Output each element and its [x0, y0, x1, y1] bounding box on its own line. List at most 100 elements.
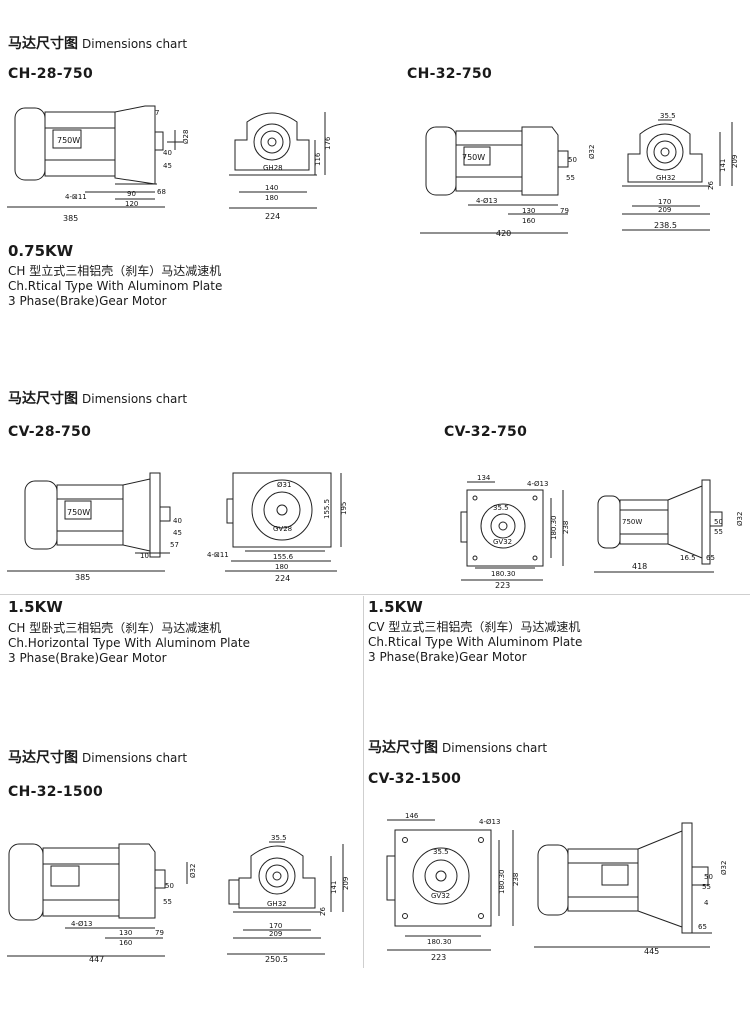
ch28-side-drawing: 750W 7 Ø28 40 45 4-⊠11 90 68 120 385 — [7, 105, 190, 223]
ch28-dim-68: 68 — [157, 188, 166, 196]
heading-cn: 马达尺寸图 — [8, 391, 78, 407]
cv32-side-shaft: Ø32 — [736, 512, 744, 526]
ch32-end-35: 35.5 — [660, 112, 676, 120]
ch321500-dim-50: 50 — [165, 882, 174, 890]
heading-cn: 马达尺寸图 — [8, 36, 78, 52]
cv321500-dim-35: 35.5 — [433, 848, 449, 856]
heading-cn: 马达尺寸图 — [8, 750, 78, 766]
cv32-side-65: 65 — [706, 554, 715, 562]
section1-heading: 马达尺寸图 Dimensions chart — [8, 33, 187, 53]
ch32-end-238: 238.5 — [654, 221, 677, 230]
desc-line-3: 3 Phase(Brake)Gear Motor — [368, 650, 527, 664]
ch32-end-model: GH32 — [656, 174, 676, 182]
ch28-end-drawing: 176 116 GH28 140 180 224 — [229, 112, 332, 221]
ch32-end-141: 141 — [719, 159, 727, 172]
ch32-dim-79: 79 — [560, 207, 569, 215]
ch28-dim-90: 90 — [127, 190, 136, 198]
model-cv-32-750: CV-32-750 — [444, 424, 528, 440]
cv32-side-55: 55 — [714, 528, 723, 536]
cv28-end-224: 224 — [275, 574, 290, 583]
model-ch-32-1500: CH-32-1500 — [8, 784, 104, 800]
heading-en: Dimensions chart — [442, 741, 548, 755]
cv321500-dim-180v: 180.30 — [498, 870, 506, 895]
model-ch-32-750: CH-32-750 — [407, 66, 493, 82]
cv321500-dim-238: 238 — [512, 873, 520, 886]
ch32-side-drawing: 750W Ø32 50 55 4-Ø13 130 79 160 420 — [420, 126, 596, 238]
ch32-dim-holes: 4-Ø13 — [476, 197, 497, 205]
cv28-end-195: 195 — [340, 502, 348, 515]
desc-line-3: 3 Phase(Brake)Gear Motor — [8, 294, 167, 308]
ch28-end-140: 140 — [265, 184, 278, 192]
ch321500-end-drawing: 35.5 141 209 26 GH32 170 209 250.5 — [227, 834, 350, 964]
desc-line-3: 3 Phase(Brake)Gear Motor — [8, 651, 167, 665]
ch321500-dim-55: 55 — [163, 898, 172, 906]
cv32-dim-model: GV32 — [493, 538, 512, 546]
cv321500-front-drawing: 146 4-Ø13 35.5 180.30 238 GV32 180.30 22… — [386, 812, 520, 962]
ch321500-dim-79: 79 — [155, 929, 164, 937]
cv28-dim-10: 10 — [140, 552, 149, 560]
desc-line-1: CV 型立式三相铝壳（刹车）马达减速机 — [368, 620, 581, 634]
section3-heading-left: 马达尺寸图 Dimensions chart — [8, 747, 187, 767]
cv321500-side-50: 50 — [704, 873, 713, 881]
cv321500-side-shaft: Ø32 — [720, 861, 728, 875]
cv32-side-16.5: 16.5 — [680, 554, 696, 562]
cv28-dim-45: 45 — [173, 529, 182, 537]
ch321500-end-209h: 209 — [342, 877, 350, 890]
cv32-dim-180v: 180.30 — [550, 516, 558, 541]
cv321500-dim-180h: 180.30 — [427, 938, 452, 946]
cv321500-dim-model: GV32 — [431, 892, 450, 900]
cv321500-side-445: 445 — [644, 947, 659, 956]
ch321500-dim-130: 130 — [119, 929, 132, 937]
desc-line-2: Ch.Rtical Type With Aluminom Plate — [8, 279, 223, 293]
section3-heading-right: 马达尺寸图 Dimensions chart — [368, 737, 547, 757]
power-0.75kw: 0.75KW — [8, 242, 74, 260]
ch321500-end-model: GH32 — [267, 900, 287, 908]
section2-description-right: CV 型立式三相铝壳（刹车）马达减速机 Ch.Rtical Type With … — [368, 620, 582, 665]
heading-en: Dimensions chart — [82, 37, 188, 51]
ch28-end-176: 176 — [324, 136, 332, 150]
desc-line-2: Ch.Rtical Type With Aluminom Plate — [368, 635, 583, 649]
ch321500-dim-447: 447 — [89, 955, 104, 964]
ch321500-dim-160: 160 — [119, 939, 132, 947]
cv28-end-155.6: 155.6 — [273, 553, 294, 561]
ch32-dim-55: 55 — [566, 174, 575, 182]
cv321500-side-55: 55 — [702, 883, 711, 891]
ch32-end-170: 170 — [658, 198, 671, 206]
vertical-divider — [363, 596, 364, 968]
ch28-dim-7: 7 — [155, 109, 159, 117]
ch321500-dim-shaft: Ø32 — [189, 864, 197, 878]
ch32-end-drawing: 35.5 141 209 26 GH32 170 209 238.5 — [622, 112, 739, 231]
cv32-dim-134: 134 — [477, 474, 491, 482]
cv32-front-drawing: 134 4-Ø13 35.5 180.30 238 GV32 180.30 22… — [460, 474, 570, 590]
cv321500-side-drawing: Ø32 50 55 4 65 445 — [534, 822, 728, 956]
ch321500-end-209: 209 — [269, 930, 282, 938]
model-ch-28-750: CH-28-750 — [8, 66, 94, 82]
ch321500-dim-holes: 4-Ø13 — [71, 920, 92, 928]
heading-en: Dimensions chart — [82, 751, 188, 765]
ch28-end-224: 224 — [265, 212, 280, 221]
cv32-dim-238: 238 — [562, 521, 570, 534]
ch321500-end-170: 170 — [269, 922, 282, 930]
ch28-dim-385: 385 — [63, 214, 78, 223]
ch28-plate: 750W — [57, 136, 80, 145]
ch32-plate: 750W — [462, 153, 485, 162]
desc-line-1: CH 型卧式三相铝壳（刹车）马达减速机 — [8, 621, 222, 635]
cv28-side-drawing: 750W 40 45 10 57 385 — [7, 472, 182, 582]
cv32-dim-180h: 180.30 — [491, 570, 516, 578]
ch28-end-model: GH28 — [263, 164, 283, 172]
cv28-end-model: GV28 — [273, 525, 292, 533]
ch28-end-116: 116 — [314, 152, 322, 166]
ch32-end-209: 209 — [658, 206, 671, 214]
cv32-side-drawing: 750W Ø32 50 55 16.5 65 418 — [594, 479, 744, 573]
ch32-end-26: 26 — [707, 181, 715, 190]
ch32-dim-50: 50 — [568, 156, 577, 164]
heading-cn: 马达尺寸图 — [368, 740, 438, 756]
cv28-dim-40: 40 — [173, 517, 182, 525]
power-1.5kw-right: 1.5KW — [368, 598, 423, 616]
cv28-dim-385: 385 — [75, 573, 90, 582]
section1-description: CH 型立式三相铝壳（刹车）马达减速机 Ch.Rtical Type With … — [8, 264, 222, 309]
desc-line-2: Ch.Horizontal Type With Aluminom Plate — [8, 636, 250, 650]
cv321500-side-4: 4 — [704, 899, 709, 907]
ch28-dim-45: 45 — [163, 162, 172, 170]
